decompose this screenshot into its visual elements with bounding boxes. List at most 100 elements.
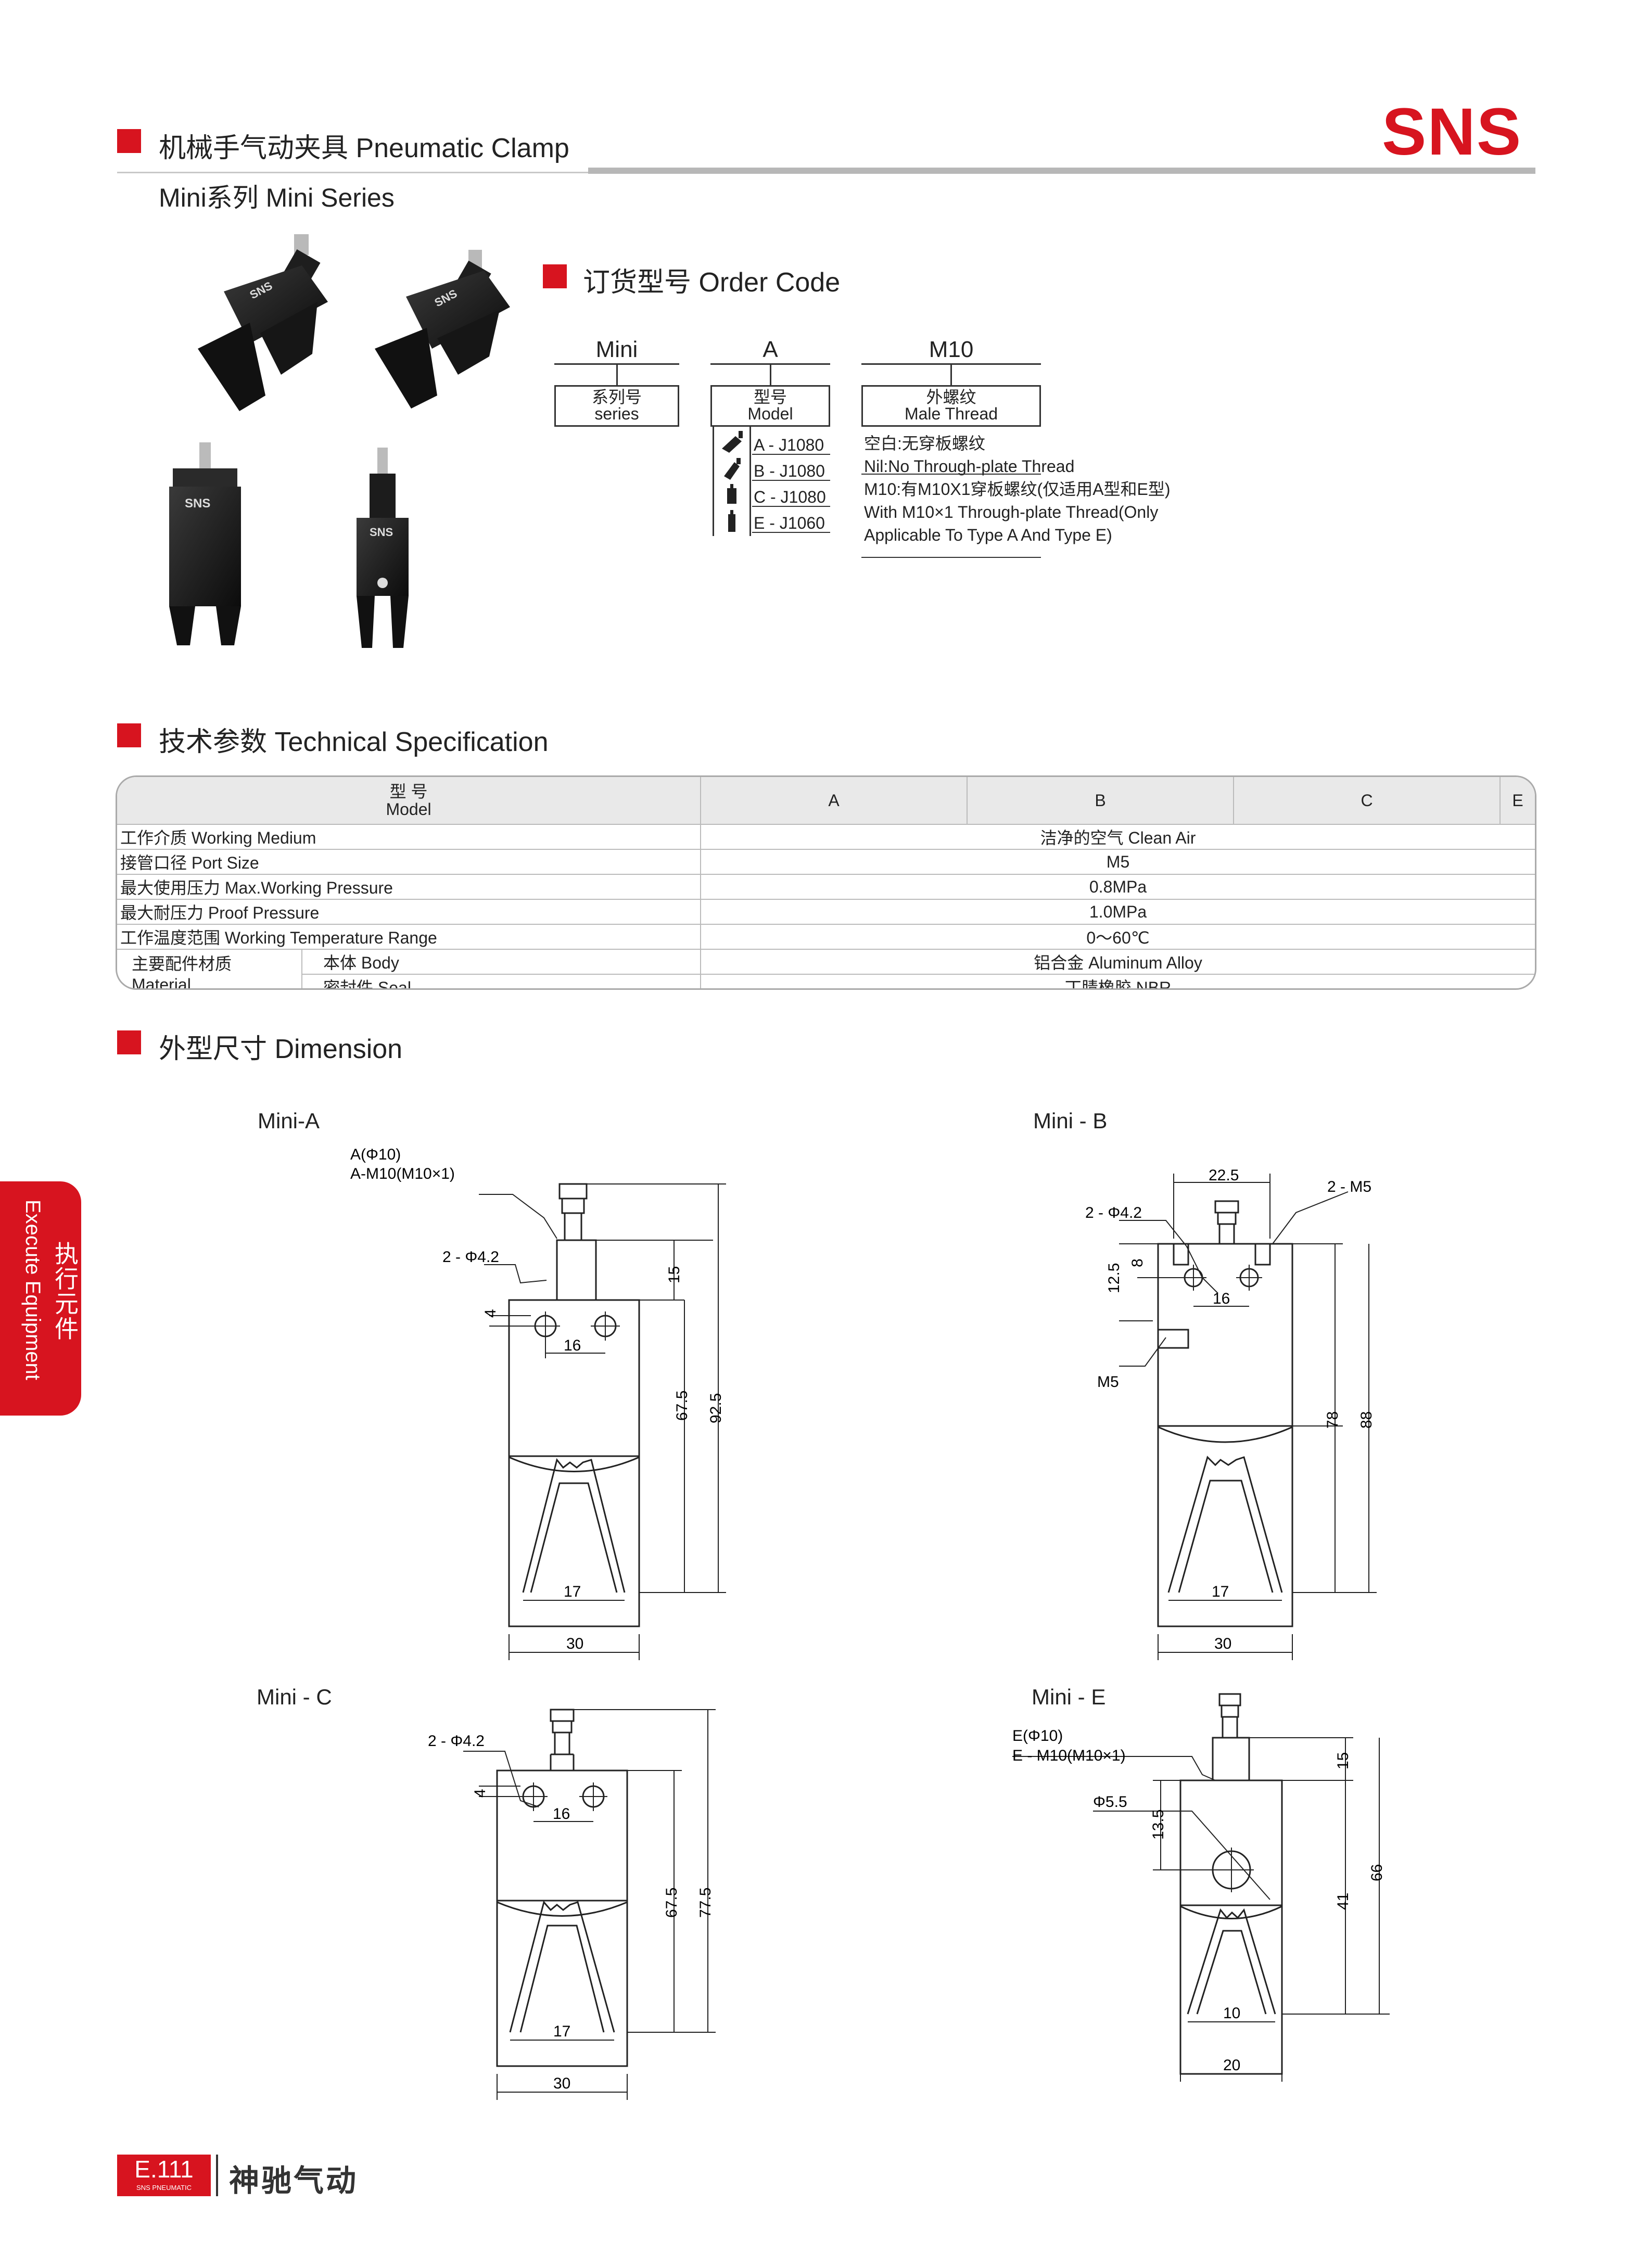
side-tab [0,1181,81,1416]
mini-c-drawing: 2 - Φ4.2 4 16 67.5 77.5 17 30 [428,1709,716,2100]
mini-e-dim-20: 20 [1223,2057,1240,2074]
mini-b-thread-m5: 2 - M5 [1327,1178,1371,1195]
thread-note-5: Applicable To Type A And Type E) [864,526,1112,544]
model-icons [722,431,743,532]
mini-e-dim-13-5: 13.5 [1150,1810,1167,1840]
mini-e-dim-15: 15 [1335,1752,1352,1769]
mini-b-dim-17: 17 [1212,1583,1229,1600]
gripper-photo-c: SNS [169,442,241,645]
spec-row-label: 最大耐压力 Proof Pressure [117,899,702,925]
mini-a-dim-16: 16 [564,1337,581,1354]
spec-col-b: B [967,777,1235,825]
thread-note-3: M10:有M10X1穿板螺纹(仅适用A型和E型) [864,480,1171,499]
side-tab-cn: 执行元件 [52,1241,79,1341]
page-subtitle: Mini系列 Mini Series [159,183,395,212]
mini-a-holes: 2 - Φ4.2 [442,1249,499,1266]
dimension-title: 外型尺寸 Dimension [159,1034,403,1064]
page-number-badge: E.111 SNS PNEUMATIC [117,2155,211,2196]
mini-b-label: Mini - B [1033,1109,1108,1133]
footer-small-brand: SNS PNEUMATIC [136,2184,192,2192]
mini-a-dim-17: 17 [564,1583,581,1600]
mini-a-label: Mini-A [258,1109,320,1133]
mini-b-port-m5: M5 [1097,1373,1119,1391]
model-c-icon [727,484,736,504]
mini-b-dim-88: 88 [1358,1411,1375,1429]
gripper-photo-a: SNS [198,234,328,411]
mini-a-dim-92-5: 92.5 [707,1393,725,1423]
mini-c-dim-77-5: 77.5 [697,1888,714,1918]
spec-row-label: 接管口径 Port Size [117,849,702,875]
mini-e-drawing: E(Φ10) E - M10(M10×1) Φ5.5 15 13.5 41 66… [1012,1693,1390,2082]
mini-c-dim-30: 30 [553,2075,570,2092]
header-divider [117,172,596,173]
order-code-model: A [763,337,778,362]
section-marker [117,723,141,747]
model-item-c: C - J1080 [754,488,826,506]
spec-body-label: 本体 Body [301,949,702,975]
model-e-icon [728,510,735,532]
spec-seal-label: 密封件 Seal [302,974,702,988]
spec-title: 技术参数 Technical Specification [159,727,549,757]
mini-b-dim-30: 30 [1214,1635,1231,1652]
gripper-photo-b: SNS [375,250,510,409]
brand-logo: SNS [1382,95,1522,169]
model-a-icon [722,431,743,453]
mini-c-dim-67-5: 67.5 [663,1888,680,1918]
mini-e-dim-10: 10 [1223,2005,1240,2022]
header-bar [588,168,1535,174]
side-tab-en: Execute Equipment [21,1200,44,1380]
mini-b-dim-12-5: 12.5 [1105,1263,1123,1293]
mini-b-dim-22-5: 22.5 [1209,1167,1239,1184]
thread-note-4: With M10×1 Through-plate Thread(Only [864,503,1159,521]
order-code-thread: M10 [929,337,974,362]
order-code-title: 订货型号 Order Code [583,267,841,298]
mini-a-callout-2: A-M10(M10×1) [350,1165,455,1182]
section-marker [117,129,141,153]
mini-e-label: Mini - E [1032,1685,1106,1709]
spec-row-value: 洁净的空气 Clean Air [700,824,1535,850]
spec-row-label: 工作介质 Working Medium [117,824,702,850]
model-b-icon [724,458,741,480]
footer-divider [216,2155,218,2196]
mini-c-dim-16: 16 [553,1805,570,1823]
model-item-e: E - J1060 [754,514,825,532]
spec-row-value: M5 [700,849,1535,875]
spec-row-value: 1.0MPa [700,899,1535,925]
mini-e-hole: Φ5.5 [1093,1793,1127,1811]
model-item-a: A - J1080 [754,436,824,454]
mini-e-dim-41: 41 [1335,1893,1352,1910]
order-code-series: Mini [595,337,638,362]
mini-c-dim-4: 4 [472,1789,489,1798]
spec-col-e: E [1499,777,1535,825]
mini-b-dim-8: 8 [1129,1258,1146,1267]
thread-note-2: Nil:No Through-plate Thread [864,457,1075,476]
mini-e-dim-66: 66 [1368,1864,1386,1881]
spec-body-value: 铝合金 Aluminum Alloy [700,949,1535,975]
mini-b-dim-78: 78 [1324,1411,1341,1429]
spec-row-value: 0.8MPa [700,874,1535,900]
spec-row-value: 0～60℃ [700,924,1535,950]
footer-brand: 神驰气动 [229,2164,359,2198]
spec-row-label: 工作温度范围 Working Temperature Range [117,924,702,950]
page-title: 机械手气动夹具 Pneumatic Clamp [159,133,569,163]
mini-e-callout-2: E - M10(M10×1) [1012,1747,1126,1764]
mini-a-callout-1: A(Φ10) [350,1146,401,1163]
product-photos: SNS SNS SNS SNS [169,234,510,648]
mini-a-drawing: 15 67.5 92.5 17 30 16 4 2 - Φ4.2 A(Φ10) … [350,1146,726,1660]
spec-row-label: 最大使用压力 Max.Working Pressure [117,874,702,900]
model-item-b: B - J1080 [754,462,825,480]
page-number: E.111 [134,2156,194,2183]
section-marker [543,264,567,288]
mini-a-dim-4: 4 [482,1309,499,1318]
gripper-photo-e: SNS [357,448,409,648]
spec-col-a: A [700,777,968,825]
thread-note-1: 空白:无穿板螺纹 [864,434,985,453]
photo-brand-text: SNS [370,526,393,539]
mini-b-dim-16: 16 [1213,1290,1230,1307]
mini-b-holes: 2 - Φ4.2 [1085,1204,1142,1221]
mini-e-callout-1: E(Φ10) [1012,1727,1063,1744]
